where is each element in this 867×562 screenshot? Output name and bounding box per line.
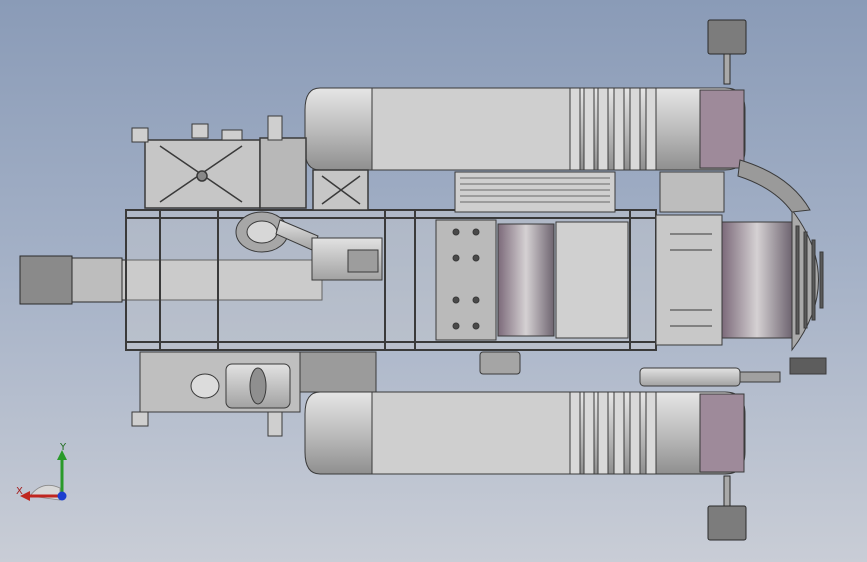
x-axis-arrowhead bbox=[20, 491, 30, 501]
rear-rotor-drum[interactable] bbox=[655, 208, 824, 352]
triad-plane bbox=[29, 484, 61, 501]
handle-brackets bbox=[131, 115, 283, 437]
y-axis-label: Y bbox=[60, 442, 67, 453]
bottom-drive-motor[interactable] bbox=[707, 475, 747, 541]
lower-engine-block[interactable] bbox=[139, 351, 521, 413]
z-axis-dot bbox=[57, 491, 67, 501]
hydraulic-cylinder[interactable] bbox=[235, 211, 383, 281]
upper-track-assembly[interactable] bbox=[304, 87, 746, 171]
y-axis-arrowhead bbox=[57, 450, 67, 460]
orientation-triad bbox=[20, 450, 67, 501]
x-axis-label: X bbox=[16, 486, 23, 497]
upper-radiator[interactable] bbox=[454, 159, 811, 213]
top-drive-motor[interactable] bbox=[707, 19, 747, 85]
discharge-chute[interactable] bbox=[19, 255, 323, 305]
lower-track-assembly[interactable] bbox=[304, 391, 746, 475]
lower-hydraulic-ram[interactable] bbox=[639, 357, 827, 387]
upper-left-housing[interactable] bbox=[144, 137, 369, 211]
central-conveyor[interactable] bbox=[435, 219, 629, 341]
